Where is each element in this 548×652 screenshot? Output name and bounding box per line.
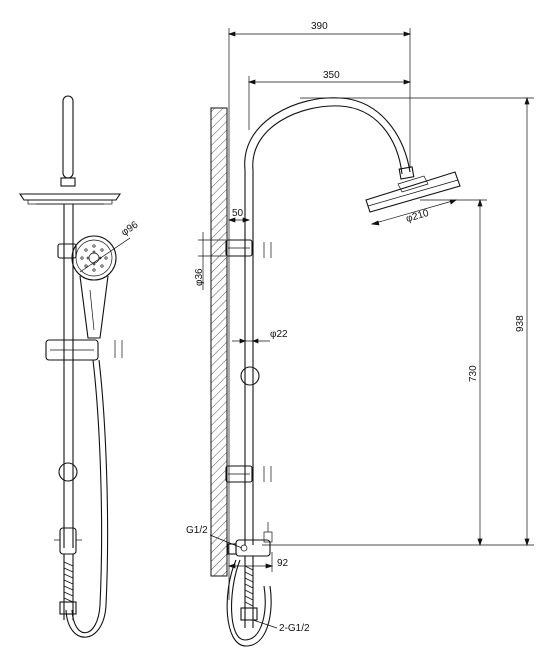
dim-total-height: 938 xyxy=(515,315,526,332)
dim-head-arm-reach: 390 xyxy=(311,21,328,32)
front-riser-collar xyxy=(60,177,76,187)
label-outlet-thread: 2-G1/2 xyxy=(279,623,310,634)
dim-holder-dia: φ36 xyxy=(194,268,205,286)
dim-mixer-depth: 92 xyxy=(277,558,289,569)
dim-arm-offset: 350 xyxy=(323,70,340,81)
front-holder-marks xyxy=(114,340,123,358)
front-hose xyxy=(71,359,103,634)
front-thread xyxy=(63,561,74,603)
side-hose xyxy=(231,559,266,641)
front-upper-bracket xyxy=(57,243,77,259)
front-hand-shower-head xyxy=(71,235,117,281)
dim-line-390 xyxy=(227,28,412,600)
front-shower-head-face xyxy=(27,199,113,205)
dim-line-92 xyxy=(227,552,274,572)
side-thread xyxy=(244,565,254,607)
front-diverter xyxy=(59,527,77,555)
side-upper-bracket xyxy=(225,239,253,257)
dim-rail-height: 730 xyxy=(468,365,479,382)
side-shower-head xyxy=(365,171,461,213)
dim-hand-shower-dia: φ96 xyxy=(120,219,141,238)
front-riser-top xyxy=(62,95,74,179)
dim-line-350 xyxy=(247,76,412,130)
wall xyxy=(210,107,228,577)
dim-rail-dia: φ22 xyxy=(270,329,288,340)
side-slide-knob xyxy=(240,366,260,386)
front-shower-head xyxy=(18,193,122,201)
dim-line-730 xyxy=(420,198,487,547)
dim-line-50 xyxy=(227,217,251,223)
dim-line-22 xyxy=(232,338,270,344)
side-gooseneck-outer xyxy=(244,97,411,173)
label-inlet-thread: G1/2 xyxy=(186,525,208,536)
side-view: 390 350 50 φ36 φ22 xyxy=(186,21,534,647)
front-hand-shower-handle xyxy=(79,275,109,339)
dim-line-938 xyxy=(262,96,534,547)
dim-head-dia: φ210 xyxy=(405,208,431,225)
dim-wall-offset: 50 xyxy=(232,208,244,219)
side-gooseneck-inner xyxy=(252,105,403,175)
side-lower-bracket xyxy=(225,465,253,483)
dim-line-36 xyxy=(198,232,226,290)
front-slide-holder xyxy=(45,339,99,361)
front-view: φ96 xyxy=(18,95,141,638)
front-lower-bracket xyxy=(58,462,78,482)
